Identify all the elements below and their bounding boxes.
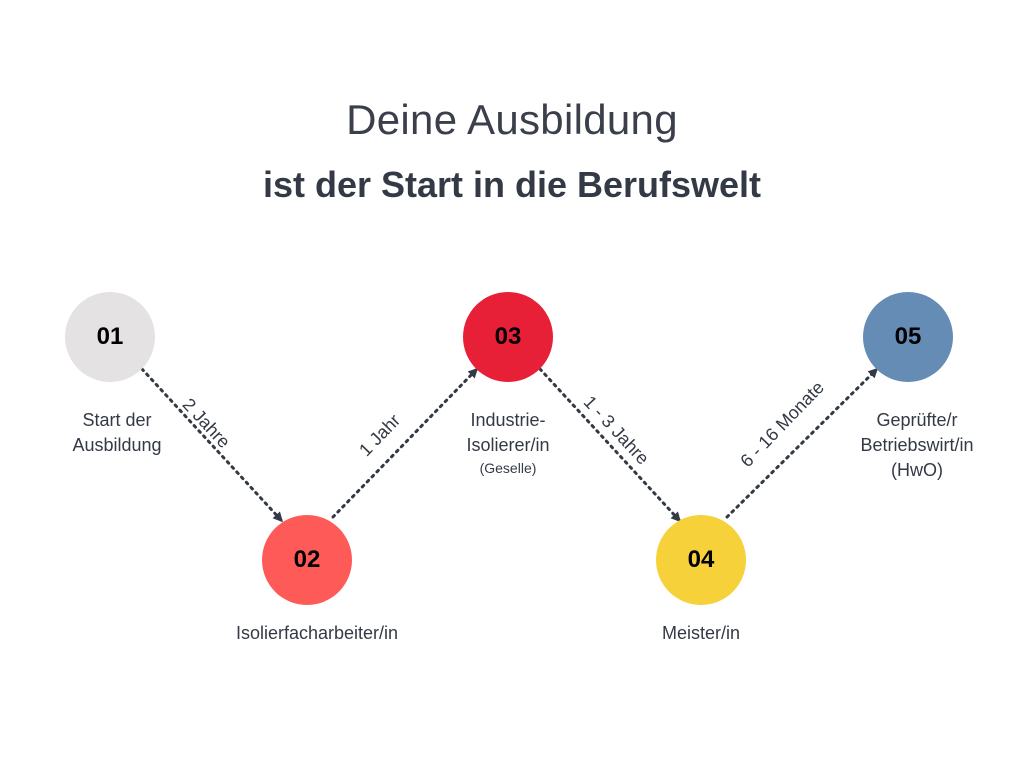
step-number: 05 (894, 323, 922, 350)
step-number: 02 (293, 546, 321, 573)
step-label-line: Betriebswirt/in (860, 435, 974, 455)
step-label-03: Industrie- Isolierer/in (Geselle) (408, 408, 608, 478)
step-label-sub: (Geselle) (479, 460, 537, 476)
step-node-02: 02 (262, 515, 352, 605)
heading-line-2: ist der Start in die Berufswelt (262, 164, 762, 205)
connector-03-04 (538, 367, 682, 523)
step-label-line: Geprüfte/r (876, 410, 958, 430)
step-node-01: 01 (65, 292, 155, 382)
step-label-05: Geprüfte/r Betriebswirt/in (HwO) (817, 408, 1017, 483)
step-label-line: (HwO) (891, 460, 943, 480)
step-label-04: Meister/in (601, 621, 801, 646)
step-node-03: 03 (463, 292, 553, 382)
step-node-05: 05 (863, 292, 953, 382)
heading-line-1: Deine Ausbildung (346, 96, 678, 143)
step-label-line: Isolierfacharbeiter/in (235, 623, 399, 643)
step-label-02: Isolierfacharbeiter/in (217, 621, 417, 646)
step-label-line: Start der (82, 410, 152, 430)
step-number: 04 (687, 546, 715, 573)
step-label-line: Isolierer/in (466, 435, 550, 455)
step-label-line: Meister/in (661, 623, 741, 643)
connector-01-02 (140, 367, 284, 523)
step-node-04: 04 (656, 515, 746, 605)
step-number: 03 (494, 323, 522, 350)
connector-02-03 (331, 367, 479, 519)
step-label-01: Start der Ausbildung (17, 408, 217, 458)
step-label-line: Ausbildung (72, 435, 162, 455)
connector-04-05 (725, 367, 879, 519)
step-label-line: Industrie- (470, 410, 546, 430)
step-number: 01 (96, 323, 124, 350)
